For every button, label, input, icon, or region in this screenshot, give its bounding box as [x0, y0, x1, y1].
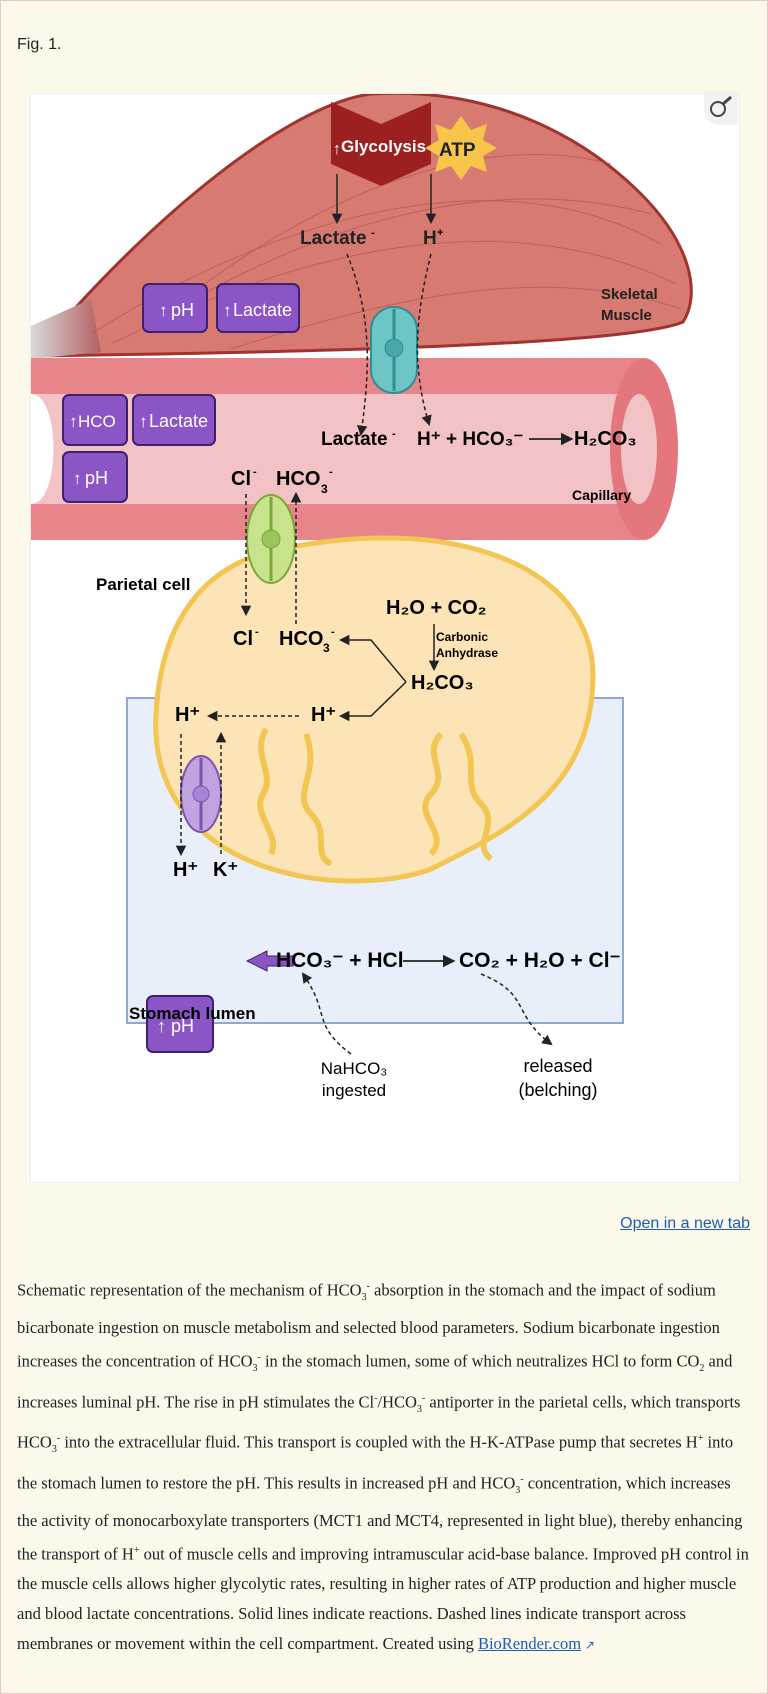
h-label-pump: H⁺ — [175, 704, 200, 726]
stomach-lumen-label: Stomach lumen — [129, 1004, 256, 1023]
lactate-badge-capillary: ↑ Lactate — [132, 394, 216, 446]
caption-text-10: out of muscle cells and improving intram… — [17, 1544, 749, 1654]
hco3-label-top: HCO — [276, 468, 320, 490]
reaction-rhs: CO₂ + H₂O + Cl⁻ — [459, 949, 621, 972]
released-label: released — [523, 1056, 592, 1076]
svg-text:+: + — [437, 227, 443, 239]
ph-label-3: pH — [171, 1016, 194, 1036]
lactate-label-capillary: Lactate — [321, 429, 388, 450]
glycolysis-shape: ↑ Glycolysis ATP — [331, 102, 497, 186]
svg-text:-: - — [329, 466, 333, 478]
h-hco3-label: H⁺ + HCO₃⁻ — [417, 429, 523, 450]
sup: - — [520, 1474, 524, 1486]
sup: - — [366, 1281, 370, 1292]
sup: - — [421, 1392, 426, 1404]
svg-text:-: - — [371, 227, 375, 239]
glycolysis-label: Glycolysis — [341, 137, 426, 156]
ph-badge-muscle: ↑ pH — [142, 283, 208, 333]
lactate-badge-label-2: Lactate — [149, 411, 208, 431]
hco3-badge-capillary: ↑ HCO — [62, 394, 128, 446]
hco3-badge-label: HCO — [78, 412, 116, 431]
svg-text:↑: ↑ — [69, 412, 78, 431]
cl-hco3-antiporter — [246, 494, 296, 584]
ph-badge-stomach: ↑ pH — [146, 995, 214, 1053]
h-label-lumen: H⁺ — [173, 859, 198, 881]
h-label-cell: H⁺ — [311, 704, 336, 726]
svg-text:-: - — [392, 428, 396, 440]
sub: 3 — [252, 1362, 258, 1374]
sup: - — [374, 1392, 378, 1404]
figure-label: Fig. 1. — [17, 36, 62, 53]
parietal-cell-shape — [153, 535, 596, 884]
h-label-top: H — [423, 228, 437, 249]
h2co3-cell: H₂CO₃ — [411, 672, 474, 694]
parietal-cell-label: Parietal cell — [96, 575, 191, 594]
open-in-new-tab-link[interactable]: Open in a new tab — [620, 1215, 750, 1232]
svg-text:↑: ↑ — [139, 412, 148, 431]
ph-badge-capillary: ↑ pH — [62, 451, 128, 503]
sup: + — [697, 1433, 704, 1445]
sub: 3 — [515, 1484, 521, 1496]
sup: - — [56, 1433, 61, 1445]
caption-text-7: into the extracellular fluid. This trans… — [60, 1432, 698, 1452]
caption-text-3: in the stomach lumen, some of which neut… — [260, 1351, 700, 1371]
sub: 3 — [361, 1291, 367, 1303]
caption-text-6: antiporter in the parietal cells, which … — [17, 1392, 741, 1452]
svg-text:3: 3 — [321, 482, 328, 496]
h2o-co2-label: H₂O + CO₂ — [386, 597, 487, 619]
sub: 3 — [416, 1403, 422, 1415]
h-k-atpase-pump — [180, 755, 222, 833]
sup: - — [257, 1351, 261, 1363]
sub: 2 — [699, 1362, 705, 1374]
figure-caption: Schematic representation of the mechanis… — [17, 1272, 752, 1660]
caption-text-2: absorption in the stomach and the impact… — [17, 1280, 720, 1371]
svg-text:↑: ↑ — [223, 301, 232, 320]
cl-label-cell: Cl — [233, 628, 253, 650]
external-link-icon: ↗ — [581, 1638, 595, 1653]
lactate-badge-label: Lactate — [233, 300, 292, 320]
skeletal-label-2: Muscle — [601, 307, 652, 324]
lactate-label-top: Lactate — [300, 228, 367, 249]
sup: + — [133, 1544, 140, 1556]
svg-text:↑: ↑ — [157, 1016, 166, 1036]
ingested-label: ingested — [322, 1081, 386, 1100]
carbonic-label: Carbonic — [436, 630, 488, 644]
caption-text-8: into the stomach lumen to restore the pH… — [17, 1432, 734, 1493]
zoom-icon[interactable] — [704, 91, 738, 125]
caption-text-4: and increases luminal pH. The rise in pH… — [17, 1351, 733, 1412]
svg-text:3: 3 — [323, 641, 330, 655]
nahco3-label: NaHCO₃ — [321, 1059, 387, 1078]
mct-transporter — [370, 306, 418, 394]
reaction-lhs: HCO₃⁻ + HCl — [276, 949, 404, 972]
atp-label: ATP — [439, 140, 476, 161]
skeletal-label-1: Skeletal — [601, 286, 658, 303]
lactate-badge-muscle: ↑ Lactate — [216, 283, 300, 333]
svg-text:↑: ↑ — [159, 301, 168, 320]
svg-text:↑: ↑ — [73, 469, 82, 488]
anhydrase-label: Anhydrase — [436, 646, 498, 660]
cl-label-top: Cl — [231, 468, 251, 490]
ph-label-2: pH — [85, 468, 108, 488]
h2co3-capillary: H₂CO₃ — [574, 428, 637, 450]
caption-text-5: /HCO — [377, 1392, 417, 1412]
svg-text:-: - — [331, 626, 335, 638]
sub: 3 — [51, 1444, 57, 1456]
k-label-lumen: K⁺ — [213, 859, 238, 881]
figure-image: ↑ pH ↑ Lactate ↑ HCO ↑ Lactate ↑ pH ↑ pH… — [30, 93, 740, 1183]
svg-text:-: - — [253, 466, 257, 478]
hco3-label-cell: HCO — [279, 628, 323, 650]
capillary-label: Capillary — [572, 487, 631, 503]
svg-text:↑: ↑ — [333, 141, 341, 158]
caption-text-9: concentration, which increases the activ… — [17, 1473, 743, 1564]
ph-label: pH — [171, 300, 194, 320]
belching-label: (belching) — [518, 1080, 597, 1100]
caption-text-1: Schematic representation of the mechanis… — [17, 1280, 362, 1300]
biorender-link[interactable]: BioRender.com — [477, 1634, 582, 1654]
svg-text:-: - — [255, 626, 259, 638]
